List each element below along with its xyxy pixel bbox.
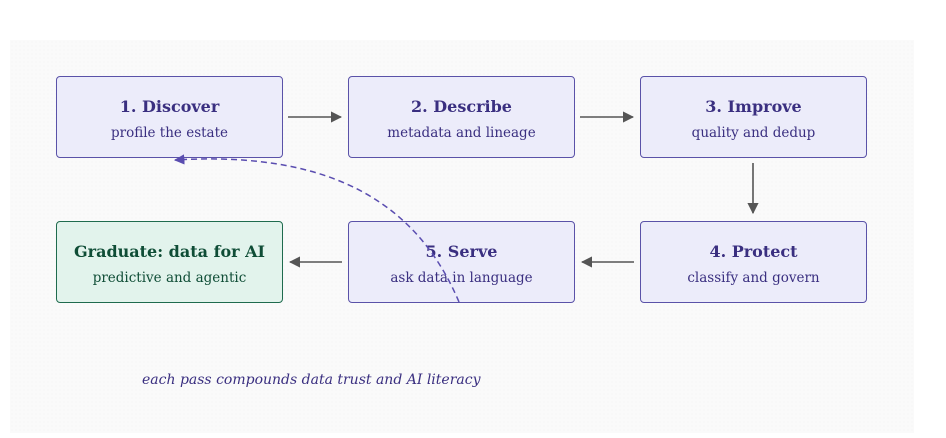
node-improve: 3. Improve quality and dedup	[640, 76, 867, 158]
diagram-caption: each pass compounds data trust and AI li…	[142, 372, 481, 388]
node-improve-title: 3. Improve	[705, 97, 802, 116]
node-graduate-subtitle: predictive and agentic	[92, 270, 247, 286]
node-serve-title: 5. Serve	[425, 242, 498, 261]
node-describe-subtitle: metadata and lineage	[387, 125, 536, 141]
node-discover-title: 1. Discover	[119, 97, 220, 116]
node-serve-subtitle: ask data in language	[390, 270, 533, 286]
node-describe-title: 2. Describe	[411, 97, 512, 116]
node-protect-title: 4. Protect	[709, 242, 798, 261]
node-graduate-title: Graduate: data for AI	[73, 242, 266, 261]
node-graduate: Graduate: data for AI predictive and age…	[56, 221, 283, 303]
node-protect-subtitle: classify and govern	[687, 270, 820, 286]
node-describe: 2. Describe metadata and lineage	[348, 76, 575, 158]
node-improve-subtitle: quality and dedup	[691, 125, 816, 141]
node-serve: 5. Serve ask data in language	[348, 221, 575, 303]
node-discover: 1. Discover profile the estate	[56, 76, 283, 158]
node-protect: 4. Protect classify and govern	[640, 221, 867, 303]
node-discover-subtitle: profile the estate	[110, 125, 229, 141]
